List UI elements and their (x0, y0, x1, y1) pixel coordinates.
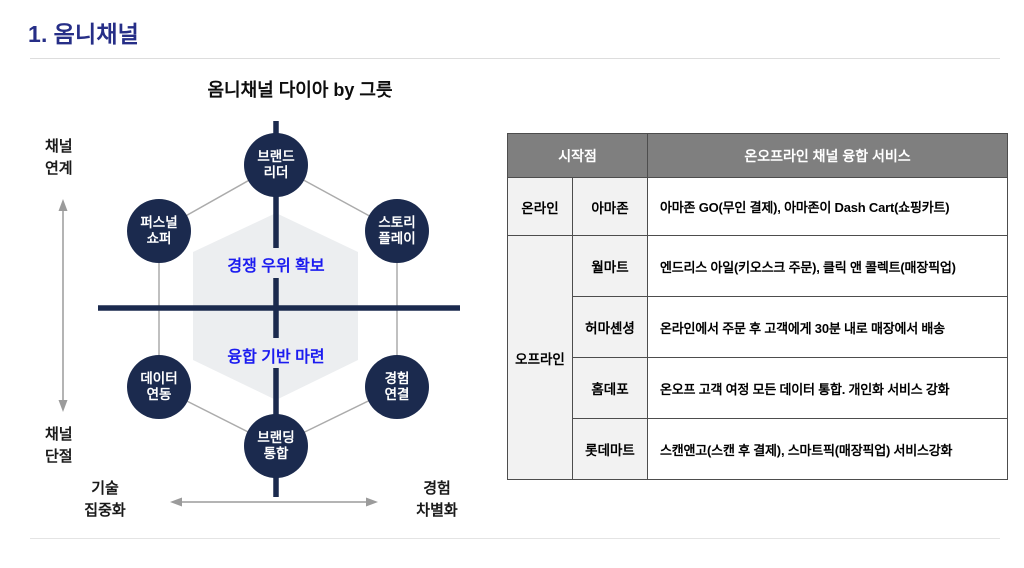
node-experience-connect: 경험 연결 (365, 355, 429, 419)
axis-label-tech-centralized: 기술 집중화 (84, 480, 126, 519)
page-title-number: 1. (28, 21, 48, 47)
diagram-title: 옴니채널 다이아 by 그릇 (207, 80, 393, 100)
page-title-text: 옴니채널 (53, 21, 140, 47)
channel-online: 온라인 (507, 177, 573, 236)
service-homedepot: 온오프 고객 여정 모든 데이터 통합. 개인화 서비스 강화 (647, 357, 1009, 419)
axis-label-experience-differentiated: 경험 차별화 (416, 480, 458, 519)
service-table: 시작점 온오프라인 채널 융합 서비스 온라인 아마존 아마존 GO(무인 결제… (506, 133, 1009, 480)
node-brand-leader: 브랜드 리더 (244, 133, 308, 197)
service-lottemart: 스캔앤고(스캔 후 결제), 스마트픽(매장픽업) 서비스강화 (647, 418, 1009, 480)
header-start-point: 시작점 (506, 133, 649, 178)
omnichannel-diagram: 브랜드 리더 퍼스널 쇼퍼 스토리 플레이 데이터 연동 경험 연결 브랜딩 통… (40, 100, 500, 540)
axis-label-channel-severed: 채널 단절 (45, 426, 73, 465)
company-homedepot: 홈데포 (571, 357, 649, 419)
bottom-divider (30, 538, 1000, 539)
node-story-play: 스토리 플레이 (365, 199, 429, 263)
top-divider (30, 58, 1000, 59)
company-hema: 허마셴셩 (571, 296, 649, 358)
company-lottemart: 롯데마트 (571, 418, 649, 480)
left-axis-arrow (58, 199, 68, 412)
table-row: 오프라인 월마트 엔드리스 아일(키오스크 주문), 클릭 앤 콜렉트(매장픽업… (507, 235, 1009, 480)
node-data-link: 데이터 연동 (127, 355, 191, 419)
page-title: 1.옴니채널 (28, 15, 139, 49)
bottom-axis-arrow (170, 497, 378, 507)
label-fusion-foundation: 융합 기반 마련 (227, 349, 325, 366)
node-personal-shopper: 퍼스널 쇼퍼 (127, 199, 191, 263)
table-row: 온라인 아마존 아마존 GO(무인 결제), 아마존이 Dash Cart(쇼핑… (507, 177, 1009, 236)
table-header-row: 시작점 온오프라인 채널 융합 서비스 (506, 133, 1009, 178)
service-amazon: 아마존 GO(무인 결제), 아마존이 Dash Cart(쇼핑카트) (647, 177, 1009, 236)
label-competitive-advantage: 경쟁 우위 확보 (227, 258, 325, 275)
company-walmart: 월마트 (571, 235, 649, 297)
table-row: 롯데마트 스캔앤고(스캔 후 결제), 스마트픽(매장픽업) 서비스강화 (508, 418, 1009, 480)
header-service: 온오프라인 채널 융합 서비스 (647, 133, 1009, 178)
node-branding-integration: 브랜딩 통합 (244, 414, 308, 478)
service-hema: 온라인에서 주문 후 고객에게 30분 내로 매장에서 배송 (647, 296, 1009, 358)
company-amazon: 아마존 (571, 177, 649, 236)
service-walmart: 엔드리스 아일(키오스크 주문), 클릭 앤 콜렉트(매장픽업) (647, 235, 1009, 297)
channel-offline: 오프라인 (507, 235, 573, 480)
table-row: 허마셴셩 온라인에서 주문 후 고객에게 30분 내로 매장에서 배송 (508, 296, 1009, 358)
axis-label-channel-linked: 채널 연계 (45, 138, 73, 177)
table-row: 홈데포 온오프 고객 여정 모든 데이터 통합. 개인화 서비스 강화 (508, 357, 1009, 419)
